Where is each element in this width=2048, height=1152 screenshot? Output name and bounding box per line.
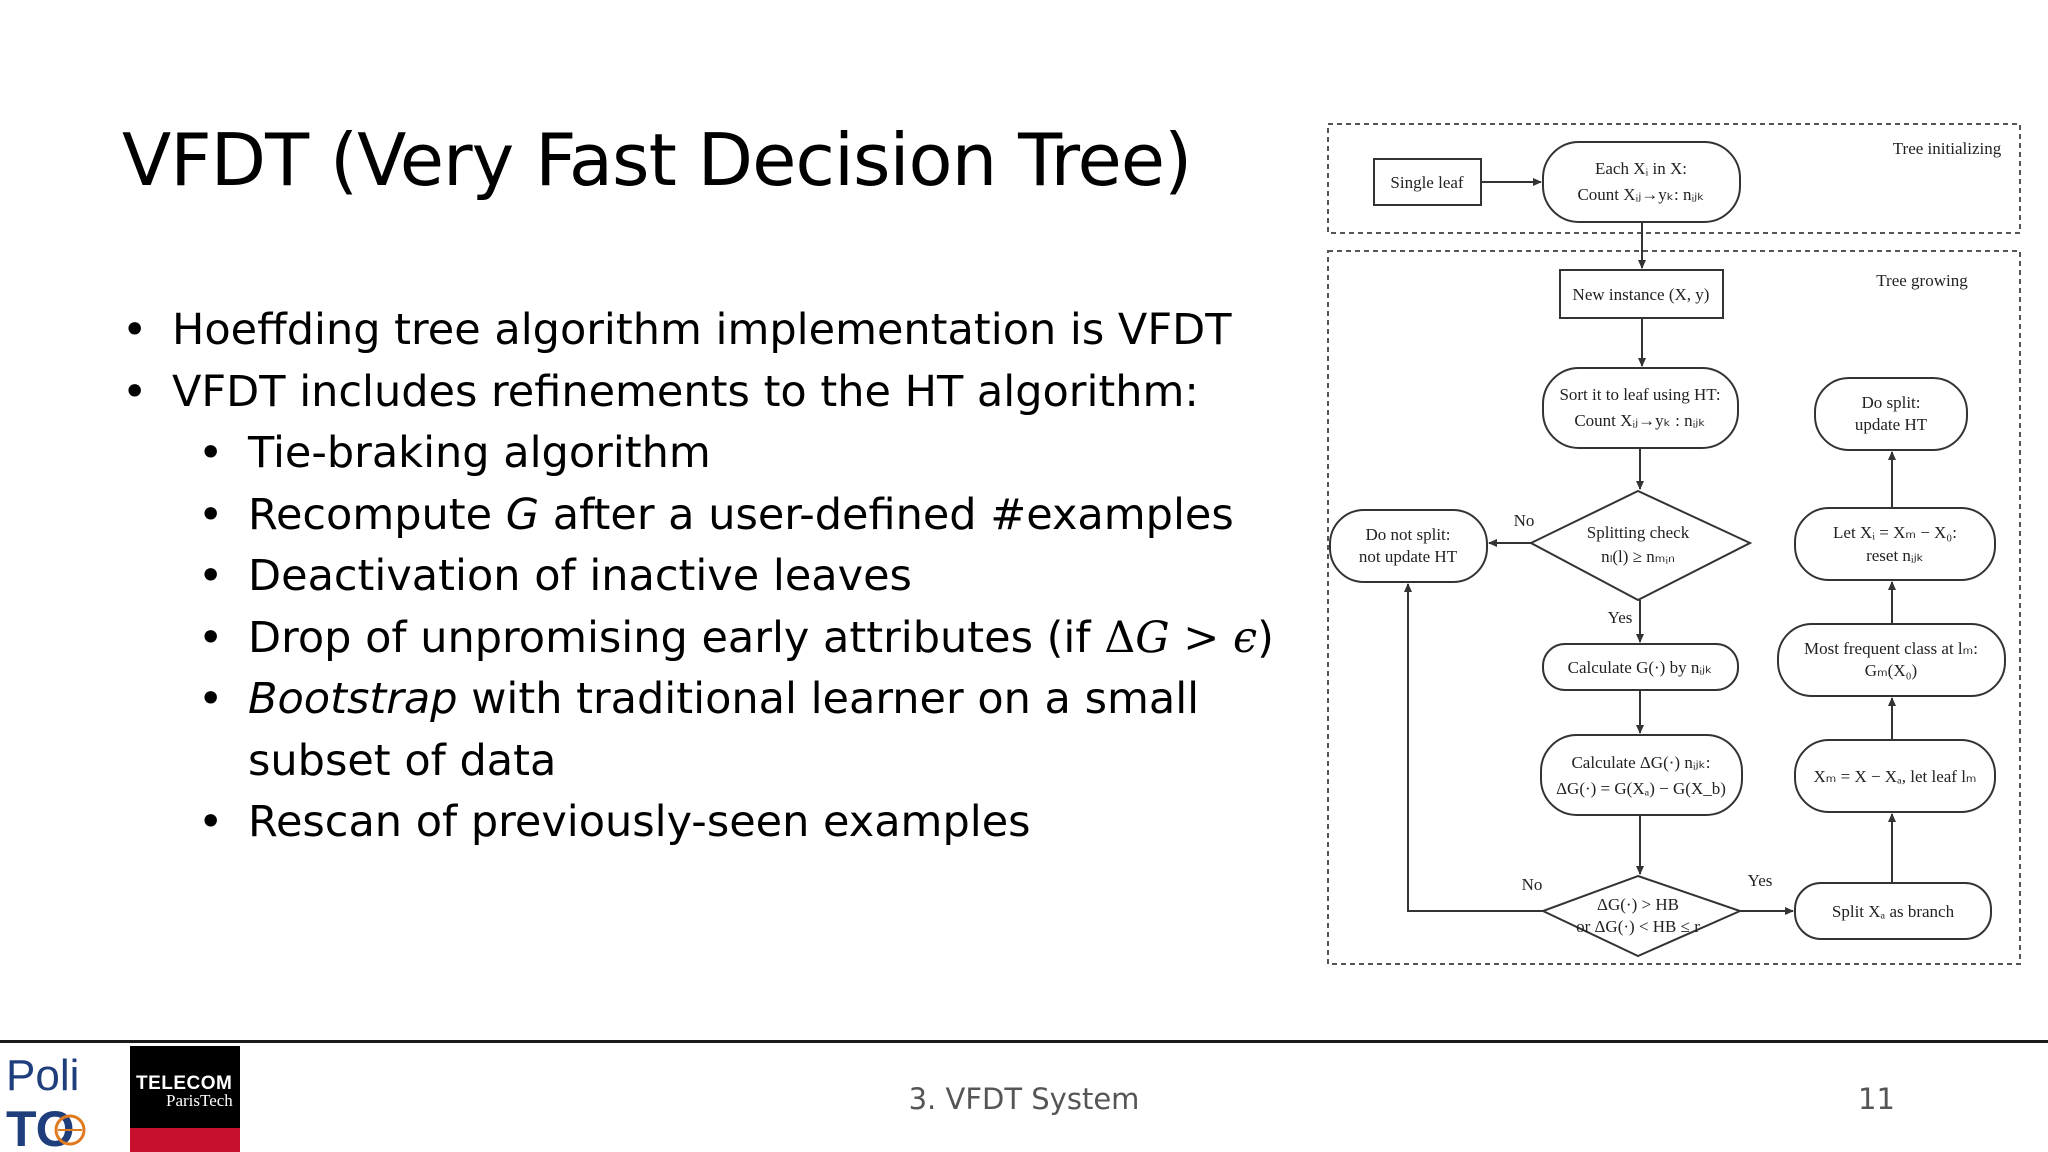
hb-check-label: ΔG(·) > HB xyxy=(1597,895,1679,914)
splitting-check-cond-label: nₗ(l) ≥ nₘᵢₙ xyxy=(1601,547,1675,566)
calc-g-label: Calculate G(·) by nᵢⱼₖ xyxy=(1568,658,1713,677)
xm-leaf-box xyxy=(1794,739,1996,813)
let-xi-reset-label: reset nᵢⱼₖ xyxy=(1866,546,1924,565)
sub-bullet-item: •Tie-braking algorithm xyxy=(122,423,1302,485)
new-instance-label: New instance (X, y) xyxy=(1573,285,1710,304)
page-number: 11 xyxy=(1858,1082,1895,1116)
no-label: No xyxy=(1514,511,1535,530)
bullet-list: •Hoeffding tree algorithm implementation… xyxy=(122,300,1302,854)
bullet-dot: • xyxy=(198,489,224,540)
hb-check-diamond xyxy=(1540,874,1743,958)
each-xi-count-label: Count Xᵢⱼ→yₖ: nᵢⱼₖ xyxy=(1577,185,1704,204)
yes-label: Yes xyxy=(1608,608,1633,627)
telecom-paristech-logo: TELECOM ParisTech xyxy=(130,1046,240,1152)
do-split-label: Do split: xyxy=(1861,393,1920,412)
tree-growing-label: Tree growing xyxy=(1876,271,1968,290)
xm-leaf-label: Xₘ = X − Xₐ, let leaf lₘ xyxy=(1813,767,1976,786)
sub-bullet-item: •Recompute G after a user-defined #examp… xyxy=(122,485,1302,547)
each-xi-label: Each Xᵢ in X: xyxy=(1595,159,1687,178)
most-frequent-box xyxy=(1777,623,2006,697)
bullet-dot: • xyxy=(198,551,224,601)
most-frequent-label: Most frequent class at lₘ: xyxy=(1804,639,1978,658)
yes-label: Yes xyxy=(1748,871,1773,890)
single-leaf-box xyxy=(1373,158,1482,206)
slide-title: VFDT (Very Fast Decision Tree) xyxy=(122,118,1192,202)
each-xi-box xyxy=(1542,141,1741,223)
splitting-check-label: Splitting check xyxy=(1587,523,1690,542)
bullet-dot: • xyxy=(198,428,224,478)
sub-bullet-item: •Bootstrap with traditional learner on a… xyxy=(122,669,1302,792)
bullet-dot: • xyxy=(122,366,148,417)
do-split-box xyxy=(1814,377,1968,451)
do-split-update-label: update HT xyxy=(1855,415,1928,434)
do-not-split-box xyxy=(1329,509,1488,583)
bullet-dot: • xyxy=(122,305,148,355)
vfdt-flowchart: Tree initializing Tree growing Single le… xyxy=(1327,123,2021,965)
do-not-split-label: Do not split: xyxy=(1365,525,1450,544)
tree-initializing-section xyxy=(1327,123,2021,234)
split-branch-label: Split Xₐ as branch xyxy=(1832,902,1955,921)
sort-leaf-label: Sort it to leaf using HT: xyxy=(1559,385,1720,404)
sub-bullet-item: •Rescan of previously-seen examples xyxy=(122,792,1302,854)
sub-bullet-item: •Drop of unpromising early attributes (i… xyxy=(122,608,1302,670)
hb-check-cond-label: or ΔG(·) < HB ≤ r xyxy=(1576,917,1700,936)
svg-text:Poli: Poli xyxy=(6,1051,79,1100)
bullet-dot: • xyxy=(198,674,224,724)
bullet-dot: • xyxy=(198,797,224,847)
tree-initializing-label: Tree initializing xyxy=(1893,139,2002,158)
bullet-item: •VFDT includes refinements to the HT alg… xyxy=(122,362,1302,424)
polito-logo: Poli TO xyxy=(6,1051,86,1152)
footer-section-title: 3. VFDT System xyxy=(908,1082,1140,1116)
logo-red-band xyxy=(130,1128,240,1152)
bullet-item: •Hoeffding tree algorithm implementation… xyxy=(122,300,1302,362)
no-label: No xyxy=(1522,875,1543,894)
let-xi-label: Let Xᵢ = Xₘ − X₀: xyxy=(1833,523,1957,542)
do-not-split-update-label: not update HT xyxy=(1359,547,1458,566)
calc-dg-label: Calculate ΔG(·) nᵢⱼₖ: xyxy=(1571,753,1710,772)
calc-dg-box xyxy=(1540,734,1743,816)
new-instance-box xyxy=(1559,269,1724,319)
tree-growing-section xyxy=(1327,250,2021,965)
footer-divider xyxy=(0,1040,2048,1043)
bullet-dot: • xyxy=(198,612,224,663)
sort-leaf-box xyxy=(1542,367,1739,449)
sub-bullet-item: •Deactivation of inactive leaves xyxy=(122,546,1302,608)
splitting-check-diamond xyxy=(1528,489,1753,602)
single-leaf-label: Single leaf xyxy=(1390,173,1464,192)
sort-leaf-count-label: Count Xᵢⱼ→yₖ : nᵢⱼₖ xyxy=(1574,411,1705,430)
let-xi-box xyxy=(1794,507,1996,581)
calc-dg-formula-label: ΔG(·) = G(Xₐ) − G(X_b) xyxy=(1556,779,1726,798)
most-frequent-g-label: Gₘ(X₀) xyxy=(1865,661,1917,680)
